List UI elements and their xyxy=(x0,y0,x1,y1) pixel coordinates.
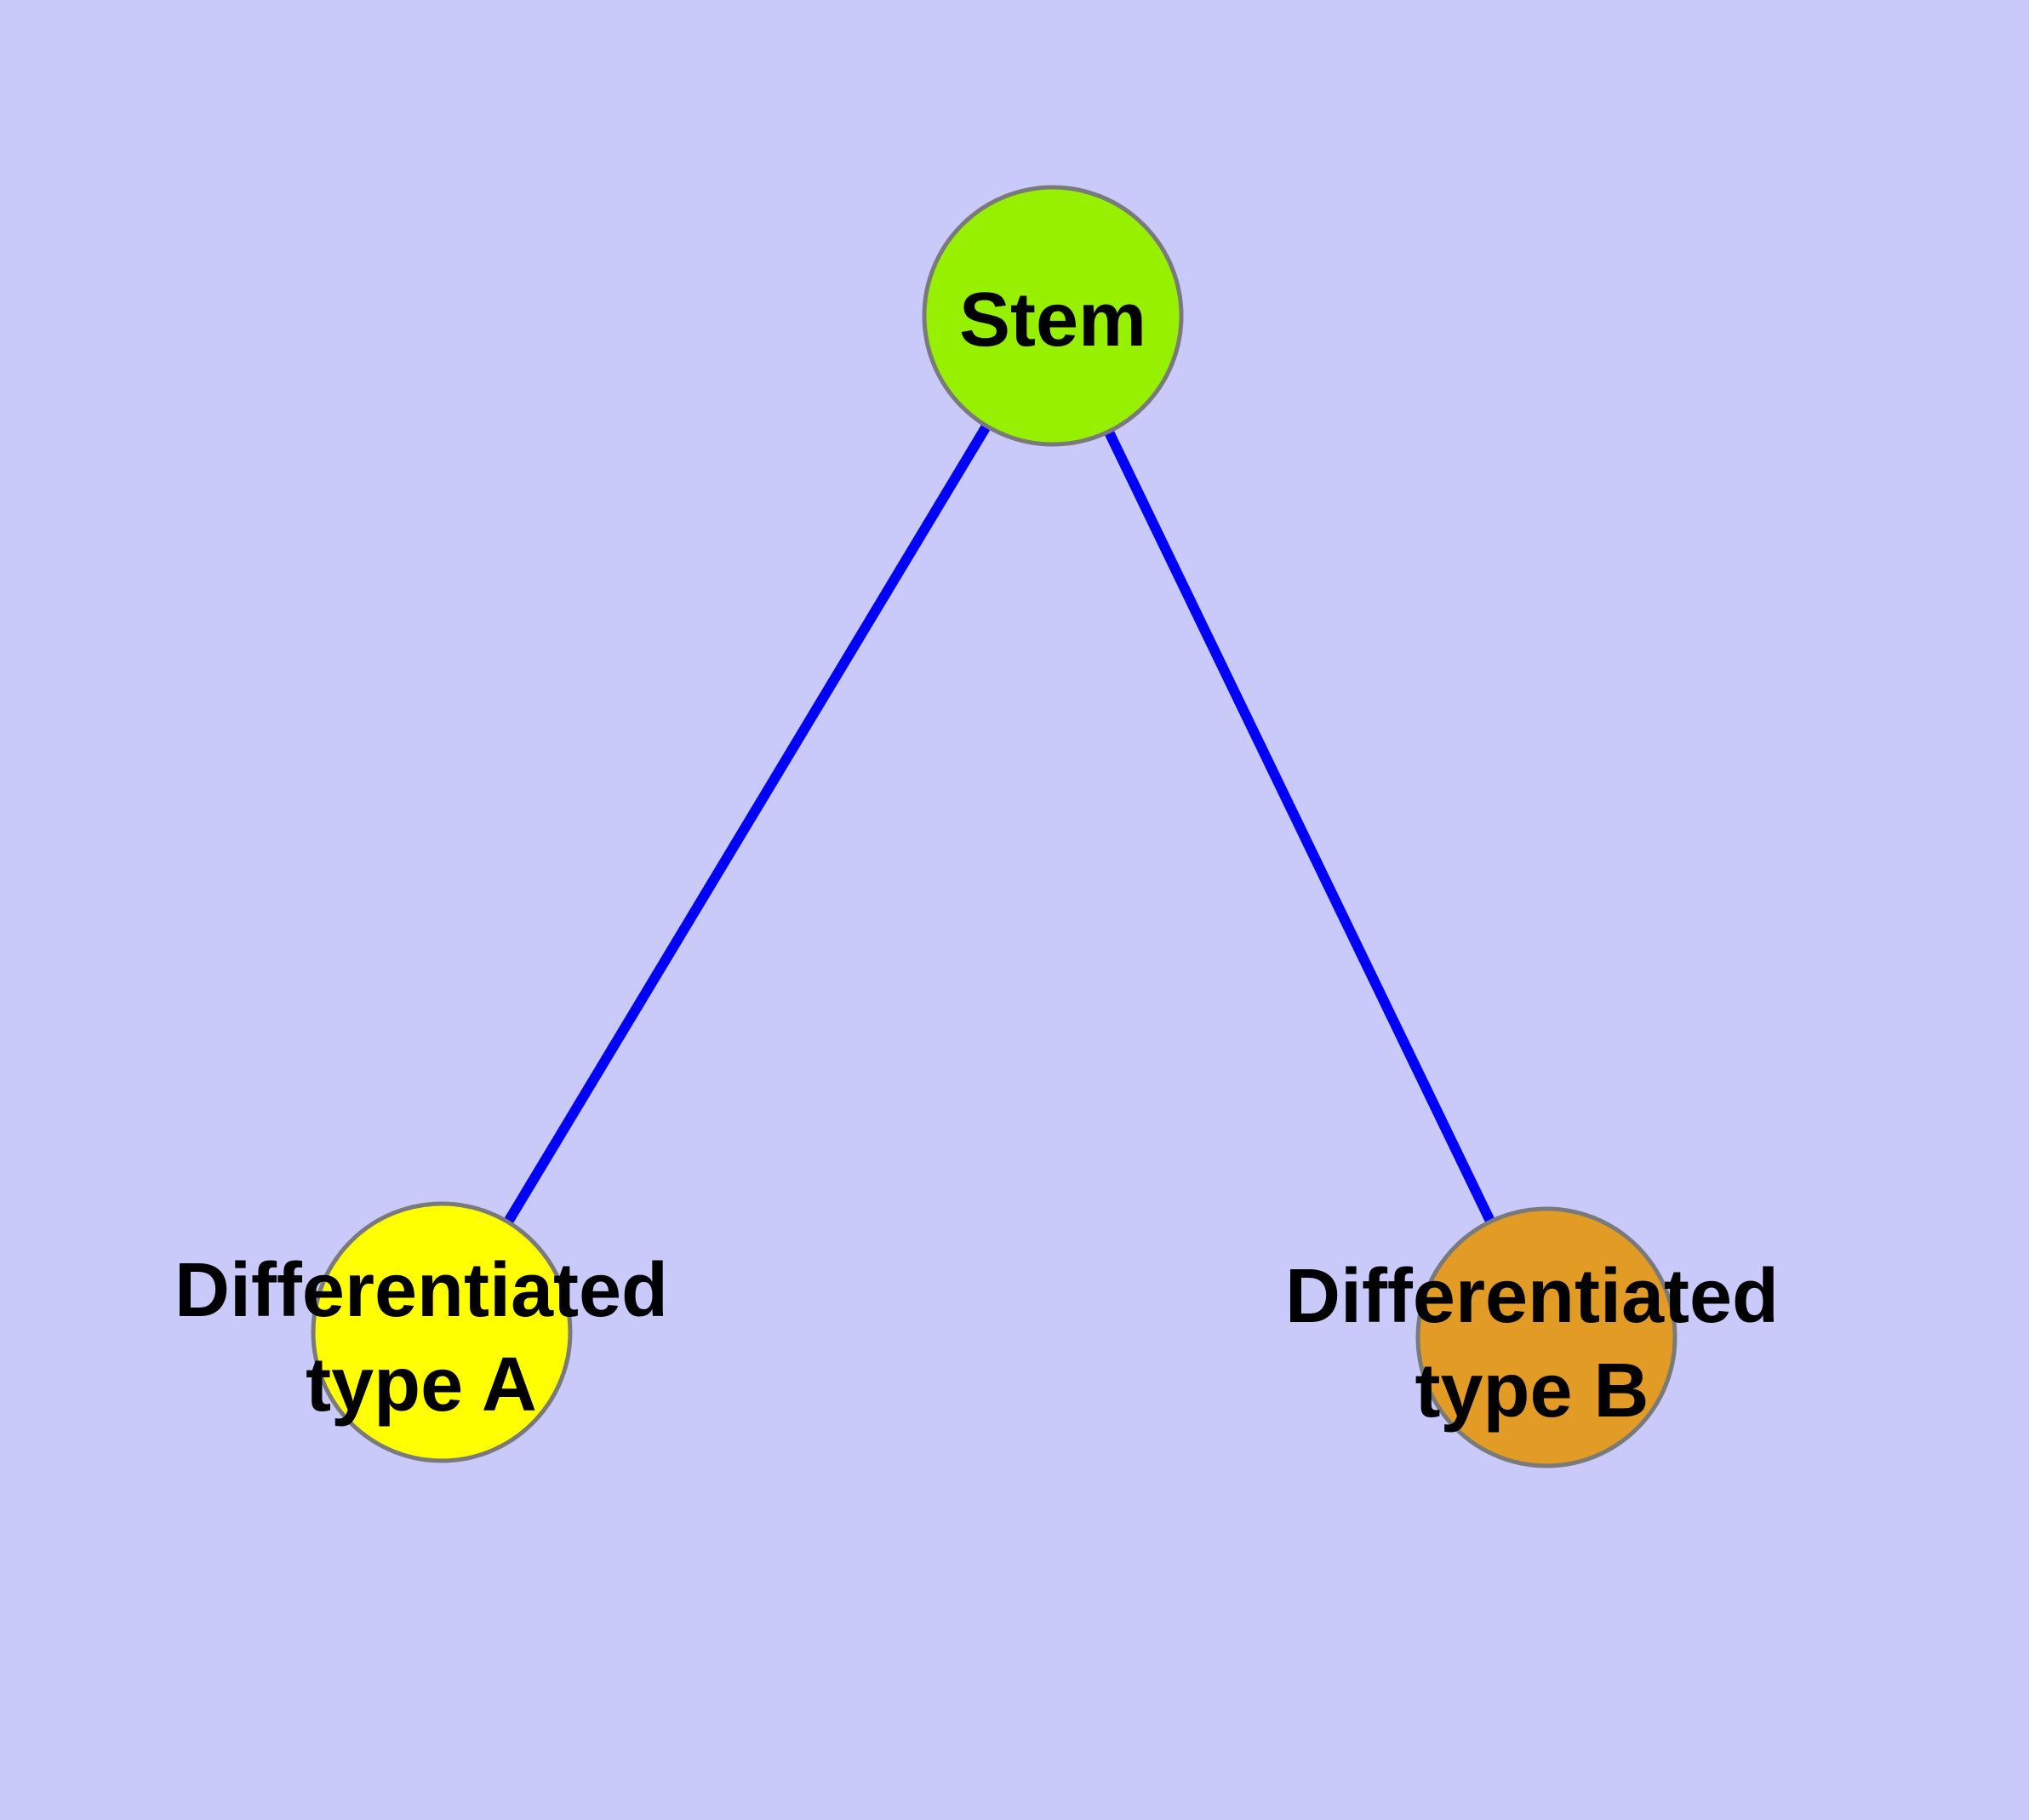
edge-stem-to-type-a xyxy=(437,312,1058,1336)
differentiated-type-a-node xyxy=(311,1201,573,1463)
node-labels: Stem Differentiated type A Differentiate… xyxy=(174,278,1779,1434)
differentiated-type-a-label-line2: type A xyxy=(306,1342,537,1428)
differentiated-type-a-label-line1: Differentiated xyxy=(174,1248,668,1333)
differentiated-type-b-label-line1: Differentiated xyxy=(1285,1254,1779,1339)
stem-node xyxy=(922,185,1184,447)
stem-node-label: Stem xyxy=(959,278,1146,363)
differentiated-type-b-node xyxy=(1415,1206,1677,1468)
nodes xyxy=(311,185,1677,1468)
differentiated-type-b-label-line2: type B xyxy=(1415,1348,1649,1434)
edges xyxy=(437,312,1552,1340)
edge-stem-to-type-b xyxy=(1048,313,1552,1340)
